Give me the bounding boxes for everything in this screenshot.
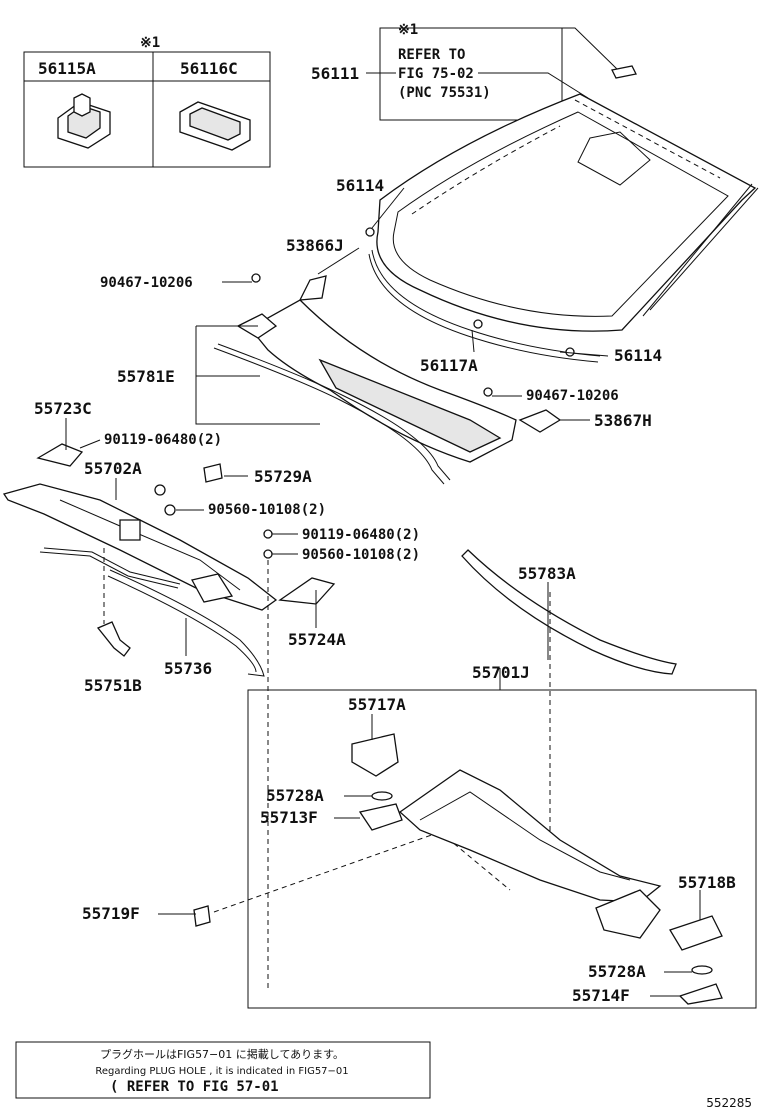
bracket-55723c <box>36 443 84 467</box>
label-55736: 55736 <box>164 659 212 678</box>
label-53866j: 53866J <box>286 236 344 255</box>
label-90467-10206-upper: 90467-10206 <box>100 275 193 291</box>
label-55728a-lower: 55728A <box>588 962 646 981</box>
cowl-panel-55701j <box>398 769 662 903</box>
label-55719f: 55719F <box>82 904 140 923</box>
label-55702a: 55702A <box>84 459 142 478</box>
reference-line-3: (PNC 75531) <box>398 85 491 101</box>
label-55717a: 55717A <box>348 695 406 714</box>
label-55701j: 55701J <box>472 663 530 682</box>
clip-56115a-drawing <box>57 93 111 149</box>
label-90119-06480-lower: 90119-06480(2) <box>302 527 420 543</box>
windshield-glass <box>368 93 759 363</box>
part-labels: 56114 53866J 90467-10206 56117A 56114 55… <box>34 176 736 1005</box>
label-55724a: 55724A <box>288 630 346 649</box>
label-56117a: 56117A <box>420 356 478 375</box>
note-english: Regarding PLUG HOLE , it is indicated in… <box>95 1066 348 1077</box>
label-56114-upper: 56114 <box>336 176 384 195</box>
reference-line-1: REFER TO <box>398 47 465 63</box>
bracket-55718b <box>669 915 723 951</box>
cowl-panel-group <box>193 689 757 1009</box>
clip-56116c-drawing <box>179 101 251 151</box>
reference-mark: ※1 <box>398 22 418 38</box>
bracket-55714f <box>678 983 723 1005</box>
label-55713f: 55713F <box>260 808 318 827</box>
label-90119-06480-upper: 90119-06480(2) <box>104 432 222 448</box>
label-90467-10206-lower: 90467-10206 <box>526 388 619 404</box>
label-55718b: 55718B <box>678 873 736 892</box>
bracket-55713f <box>358 803 403 831</box>
plug-55719f <box>193 905 211 927</box>
molding-55783a <box>461 549 677 675</box>
label-53867h: 53867H <box>594 411 652 430</box>
label-90560-10108-lower: 90560-10108(2) <box>302 547 420 563</box>
seal-55728a-upper <box>371 791 393 801</box>
figure-number: 552285 <box>706 1096 752 1110</box>
reference-line-2: FIG 75-02 <box>398 66 474 82</box>
seal-55728a-lower <box>691 965 713 975</box>
plug-hole-note: プラグホールはFIG57−01 に掲載してあります。 Regarding PLU… <box>15 1041 431 1099</box>
label-90560-10108-upper: 90560-10108(2) <box>208 502 326 518</box>
inset-table: ※1 56115A 56116C <box>23 35 271 168</box>
cowl-top-ventilator <box>236 275 562 463</box>
leader-lines <box>65 187 701 997</box>
label-56114-lower: 56114 <box>614 346 662 365</box>
label-55781e: 55781E <box>117 367 175 386</box>
label-55751b: 55751B <box>84 676 142 695</box>
label-55729a: 55729A <box>254 467 312 486</box>
windshield-reference: ※1 56111 REFER TO FIG 75-02 (PNC 75531) <box>311 22 637 121</box>
seal-55781e <box>213 347 445 485</box>
bracket-55717a <box>351 733 399 777</box>
label-55728a-upper: 55728A <box>266 786 324 805</box>
label-55723c: 55723C <box>34 399 92 418</box>
label-55783a: 55783A <box>518 564 576 583</box>
label-55714f: 55714F <box>572 986 630 1005</box>
reference-part-number: 56111 <box>311 64 359 83</box>
note-japanese: プラグホールはFIG57−01 に掲載してあります。 <box>100 1047 344 1061</box>
inset-col2-label: 56116C <box>180 59 238 78</box>
inset-col1-label: 56115A <box>38 59 96 78</box>
hose-55736 <box>109 569 265 677</box>
windshield-clip <box>611 65 637 79</box>
note-refer: ( REFER TO FIG 57-01 <box>110 1079 279 1095</box>
wiper-link-assembly <box>2 483 278 611</box>
part-55751b <box>96 621 131 657</box>
cap-55729a <box>203 463 223 483</box>
bracket-55724a <box>278 577 336 605</box>
inset-mark: ※1 <box>140 35 160 51</box>
